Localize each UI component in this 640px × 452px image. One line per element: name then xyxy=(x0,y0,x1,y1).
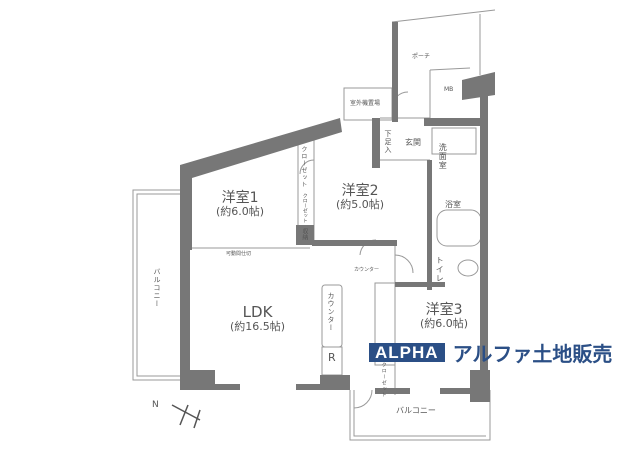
porch-label: ポーチ xyxy=(412,53,431,60)
room2-size: (約5.0帖) xyxy=(336,198,385,212)
room1-label: 洋室1 (約6.0帖) xyxy=(216,190,264,219)
balcony-south-outline xyxy=(349,390,491,441)
room1-size: (約6.0帖) xyxy=(216,205,265,219)
toilet-label: トイレ xyxy=(435,256,445,283)
closet1-label: クローゼット xyxy=(299,146,307,188)
balcony-south-label: バルコニー xyxy=(396,406,436,415)
shoe-storage-label: 下足入 xyxy=(384,130,393,154)
compass-icon xyxy=(171,404,201,429)
fridge-label: R xyxy=(328,351,336,364)
counter-kitchen-label: カウンター xyxy=(327,292,336,332)
room3-size: (約6.0帖) xyxy=(420,317,469,331)
alpha-logo: ALPHA アルファ土地販売 xyxy=(369,338,612,367)
wall-north-west xyxy=(180,118,342,250)
balcony-west-label: バルコニー xyxy=(153,268,162,308)
room3-name: 洋室3 xyxy=(425,302,463,318)
closet3-label: クローゼット xyxy=(380,362,387,398)
entrance-label: 玄関 xyxy=(405,138,421,147)
ldk-name: LDK xyxy=(242,303,273,321)
logo-japanese: アルファ土地販売 xyxy=(452,342,613,366)
movable-partition-label: 可動間仕切 xyxy=(226,251,252,257)
porch-outline xyxy=(391,9,496,23)
mb-label: MB xyxy=(444,86,454,93)
counter-small-label: カウンター xyxy=(354,267,380,273)
bathroom-label: 浴室 xyxy=(445,200,461,209)
room3-label: 洋室3 (約6.0帖) xyxy=(420,302,468,331)
closet2-label: クローゼット xyxy=(301,193,308,223)
outdoor-storage-label: 室外機置場 xyxy=(350,100,381,107)
ldk-label: LDK (約16.5帖) xyxy=(230,303,286,334)
logo-latin: ALPHA xyxy=(369,343,445,362)
room1-name: 洋室1 xyxy=(221,190,259,206)
ldk-size: (約16.5帖) xyxy=(230,320,286,334)
room2-label: 洋室2 (約5.0帖) xyxy=(336,183,384,212)
balcony-west-outline xyxy=(132,189,182,381)
washroom-label: 洗面室 xyxy=(438,143,448,170)
storage-label: 収納 xyxy=(300,228,308,240)
room2-name: 洋室2 xyxy=(341,183,379,199)
compass-north-label: N xyxy=(152,400,159,410)
